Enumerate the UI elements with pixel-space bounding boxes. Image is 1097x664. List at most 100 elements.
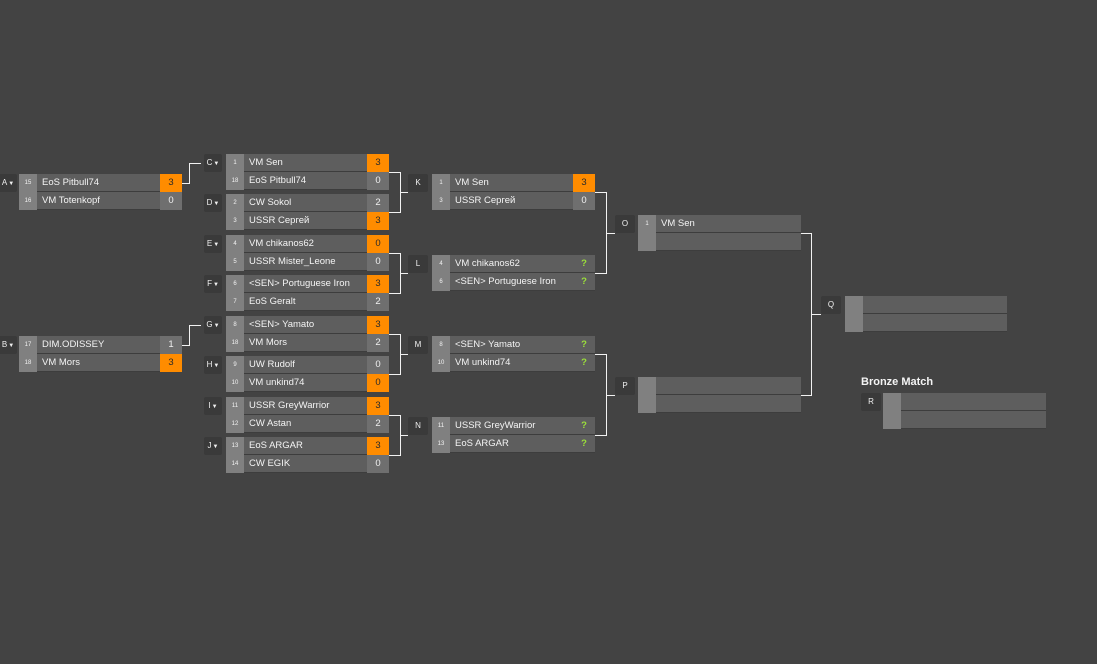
match-id-tag-b[interactable]: B▼: [0, 336, 17, 354]
match-q[interactable]: [845, 296, 1007, 332]
match-player-row[interactable]: [638, 233, 801, 251]
match-id-tag-l[interactable]: L: [408, 255, 428, 273]
connector-line: [400, 435, 408, 436]
match-id-tag-p[interactable]: P: [615, 377, 635, 395]
player-name: VM unkind74: [455, 357, 511, 368]
connector-line: [400, 354, 408, 355]
match-player-row[interactable]: [883, 393, 1046, 411]
match-id-tag-h[interactable]: H▼: [204, 356, 222, 374]
dropdown-arrow-icon: ▼: [213, 201, 220, 207]
match-id-tag-d[interactable]: D▼: [204, 194, 222, 212]
match-id-label: P: [622, 381, 628, 390]
match-id-tag-a[interactable]: A▼: [0, 174, 17, 192]
match-id-tag-o[interactable]: O: [615, 215, 635, 233]
dropdown-arrow-icon: ▼: [213, 363, 220, 369]
match-id-tag-m[interactable]: M: [408, 336, 428, 354]
match-id-tag-f[interactable]: F▼: [204, 275, 222, 293]
player-seed: [883, 411, 901, 429]
player-seed: 2: [226, 194, 244, 212]
match-id-tag-r[interactable]: R: [861, 393, 881, 411]
connector-line: [801, 233, 811, 234]
player-seed: [883, 393, 901, 411]
player-score: 0: [367, 356, 389, 374]
match-id-tag-c[interactable]: C▼: [204, 154, 222, 172]
dropdown-arrow-icon: ▼: [8, 181, 15, 187]
player-seed: 10: [226, 374, 244, 392]
player-seed: 6: [226, 275, 244, 293]
match-r[interactable]: [883, 393, 1046, 429]
player-score: ?: [581, 276, 587, 287]
player-score: 2: [367, 334, 389, 352]
match-player-row[interactable]: [845, 296, 1007, 314]
match-id-tag-q[interactable]: Q: [821, 296, 841, 314]
match-id-tag-i[interactable]: I▼: [204, 397, 222, 415]
dropdown-arrow-icon: ▼: [211, 404, 218, 410]
connector-line: [182, 345, 189, 346]
player-seed: 18: [226, 334, 244, 352]
match-p[interactable]: [638, 377, 801, 413]
match-id-tag-e[interactable]: E▼: [204, 235, 222, 253]
player-seed: 13: [226, 437, 244, 455]
match-player-row[interactable]: [638, 395, 801, 413]
match-id-tag-g[interactable]: G▼: [204, 316, 222, 334]
match-id-tag-k[interactable]: K: [408, 174, 428, 192]
match-player-row[interactable]: 6<SEN> Portuguese Iron?: [432, 273, 595, 291]
player-seed: 1: [226, 154, 244, 172]
match-player-row[interactable]: [638, 377, 801, 395]
player-name: VM Mors: [42, 357, 80, 368]
player-name: [906, 411, 1019, 429]
player-score: 0: [160, 192, 182, 210]
player-score: 3: [573, 174, 595, 192]
player-name: [661, 395, 774, 413]
match-player-row[interactable]: 8<SEN> Yamato?: [432, 336, 595, 354]
player-score: 0: [367, 253, 389, 271]
player-name: <SEN> Yamato: [249, 319, 315, 330]
match-player-row[interactable]: [883, 411, 1046, 429]
match-player-row[interactable]: [845, 314, 1007, 332]
match-id-tag-n[interactable]: N: [408, 417, 428, 435]
match-id-tag-j[interactable]: J▼: [204, 437, 222, 455]
